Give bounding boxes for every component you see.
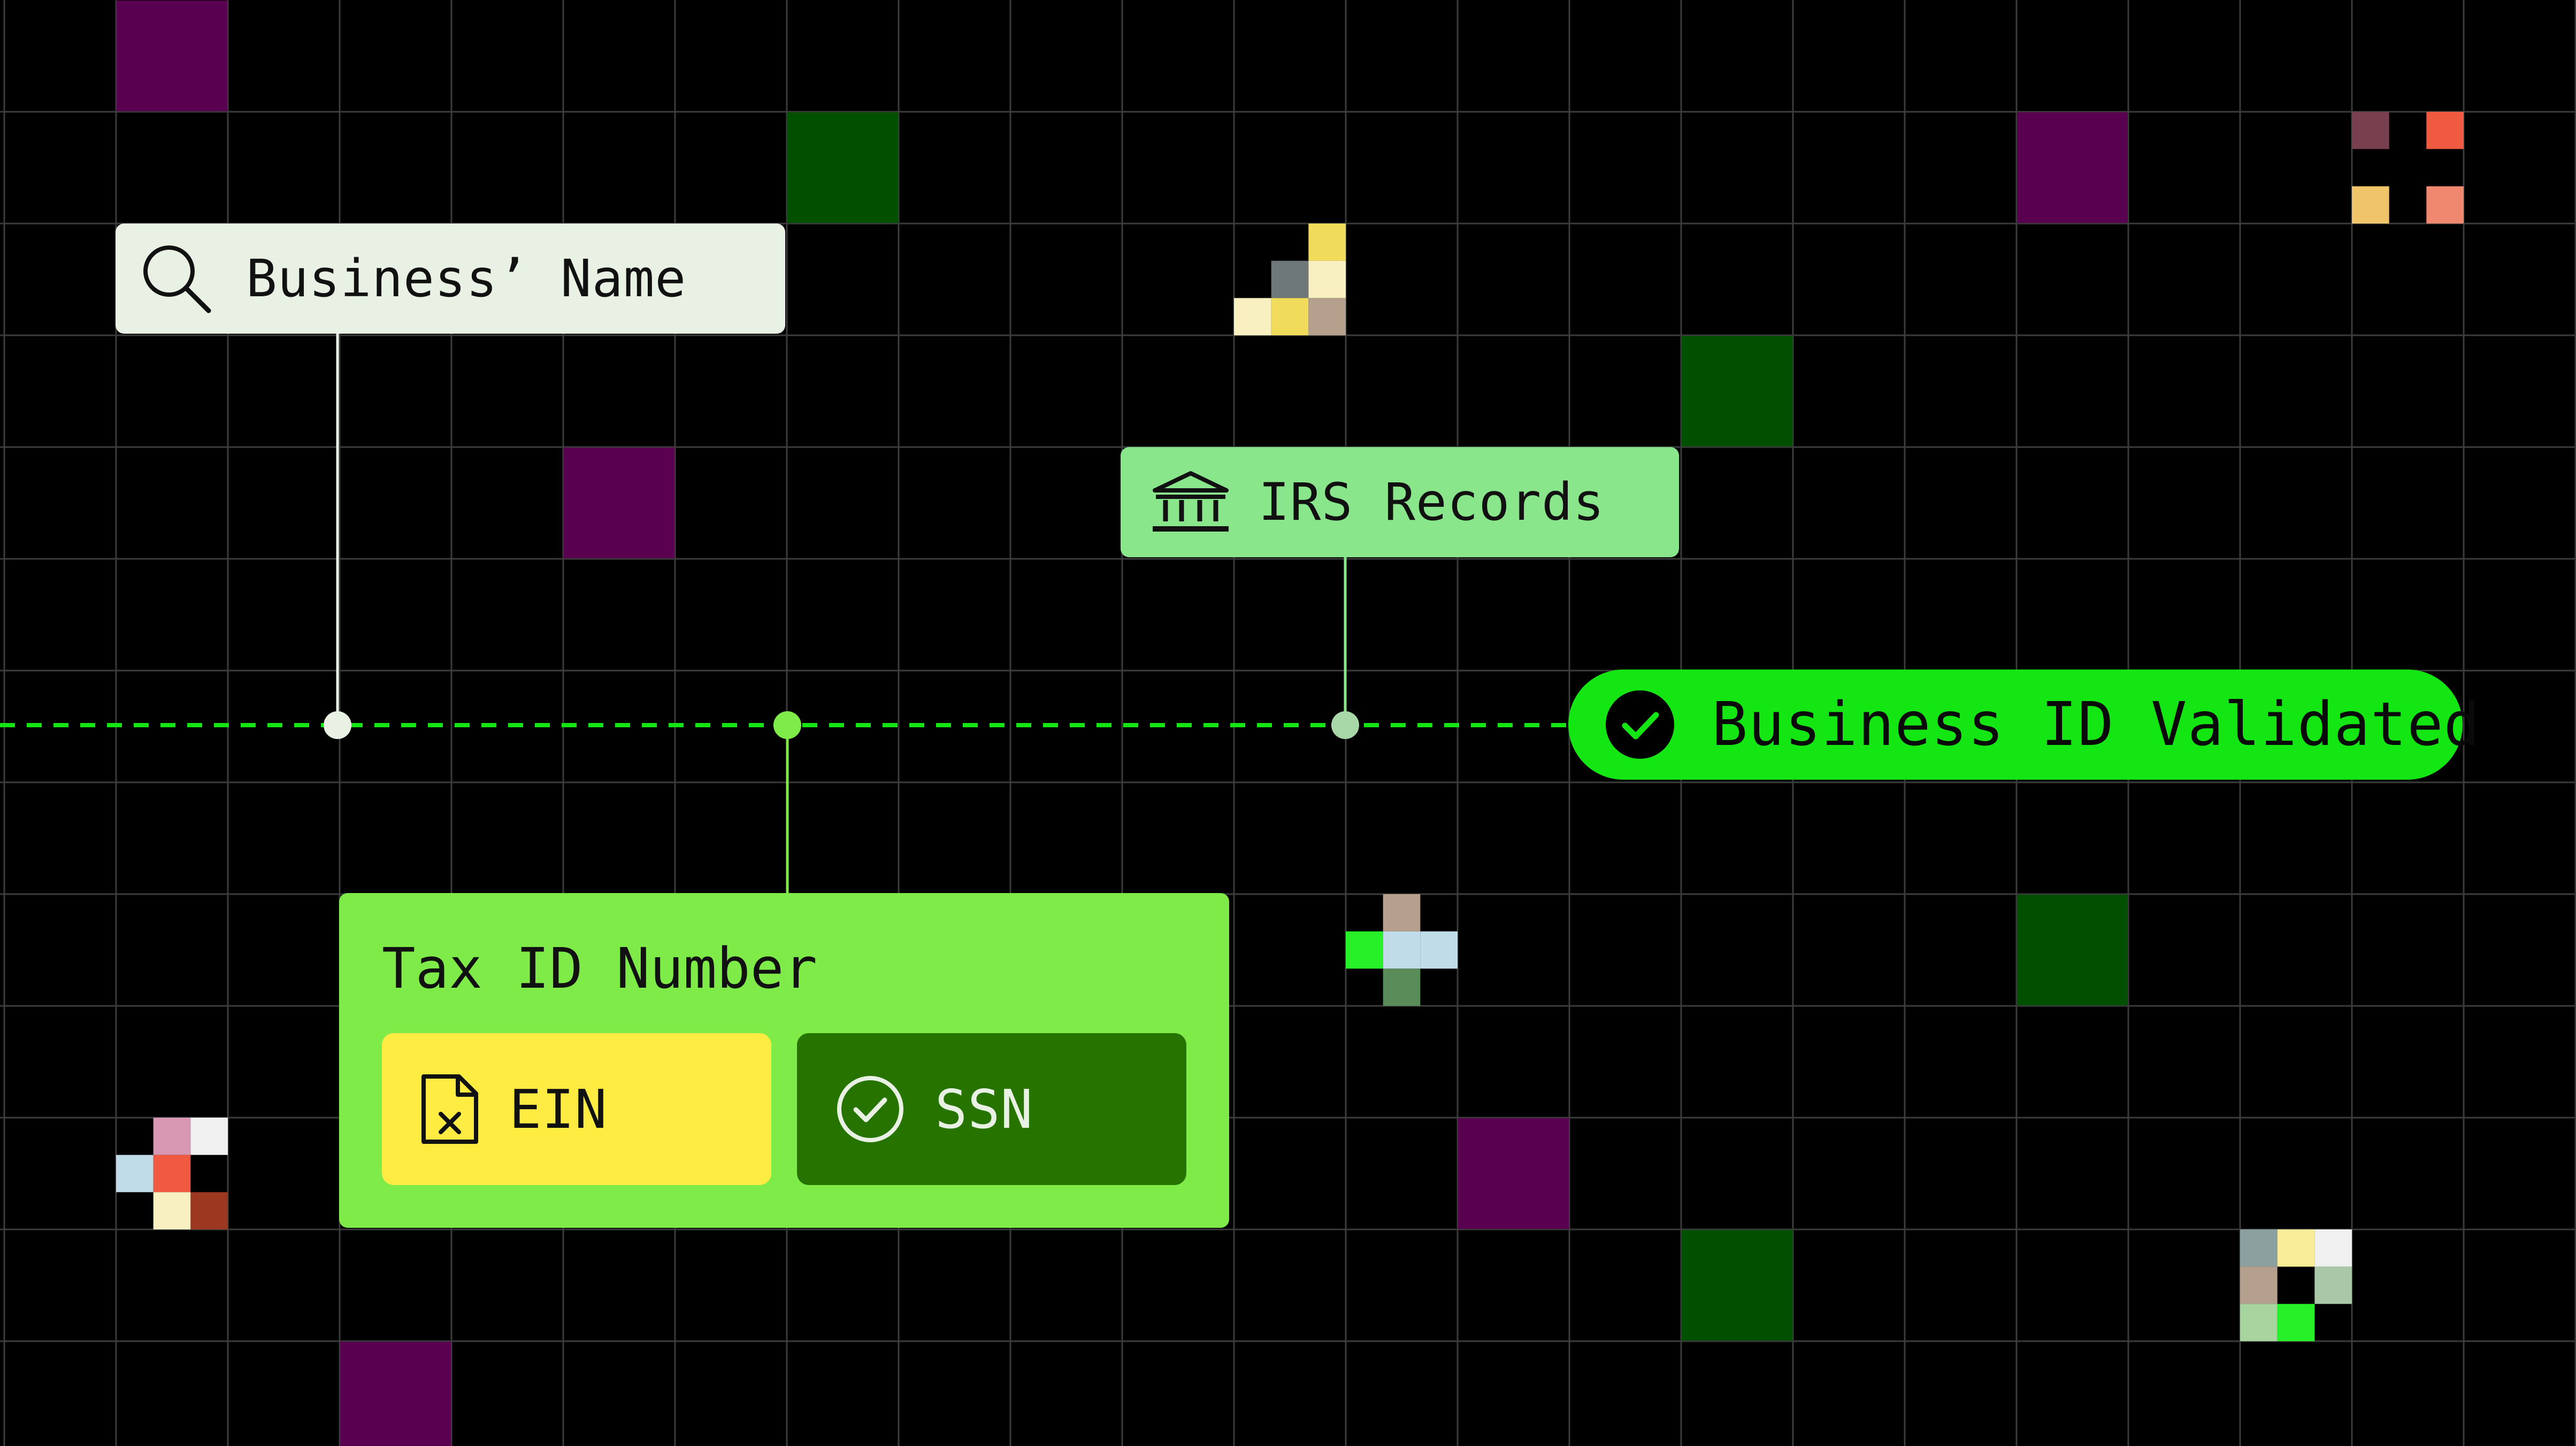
search-icon [139, 241, 214, 316]
pixel-block [2277, 1229, 2315, 1267]
pixel-block [2314, 1229, 2352, 1267]
pixel-block [1308, 260, 1346, 298]
pixel-block [1308, 224, 1346, 261]
node-irs [1331, 711, 1359, 739]
document-x-icon [420, 1073, 479, 1145]
pixel-block [1271, 298, 1309, 335]
check-circle-icon [835, 1074, 905, 1144]
pixel-block [2240, 1229, 2278, 1267]
pixel-block [1383, 968, 1421, 1006]
pixel-block [153, 1192, 191, 1229]
bank-icon [1151, 470, 1231, 534]
business-name-search[interactable]: Business’ Name [116, 224, 785, 334]
pixel-block [1420, 931, 1458, 969]
ssn-option[interactable]: SSN [797, 1033, 1186, 1185]
ein-label: EIN [509, 1078, 608, 1141]
business-id-validated-badge: Business ID Validated [1568, 670, 2480, 780]
pixel-block [190, 1118, 228, 1155]
check-circle-icon [1605, 689, 1675, 760]
decorative-squares [116, 1, 2464, 1446]
pixel-block [2352, 112, 2389, 149]
pixel-block [1383, 894, 1421, 932]
decorative-square [1458, 1118, 1569, 1229]
pixel-block [2240, 1304, 2278, 1341]
decorative-square [564, 448, 674, 558]
ein-option[interactable]: EIN [382, 1033, 771, 1185]
pixel-block [153, 1118, 191, 1155]
node-tax [773, 711, 801, 739]
irs-records-card: IRS Records [1121, 447, 1679, 557]
decorative-square [340, 1342, 451, 1446]
pixel-block [1234, 298, 1271, 335]
business-name-label: Business’ Name [246, 249, 687, 309]
tax-id-title: Tax ID Number [382, 936, 817, 1001]
pixel-block [116, 1155, 154, 1193]
pixel-block [2352, 186, 2389, 224]
decorative-square [1682, 336, 1792, 447]
node-search [324, 711, 351, 739]
decorative-square [2017, 112, 2128, 223]
pixel-block [2426, 112, 2464, 149]
decorative-square [787, 112, 898, 223]
pixel-block [190, 1192, 228, 1229]
decorative-square [2017, 895, 2128, 1005]
pixel-block [153, 1155, 191, 1193]
pixel-block [1346, 931, 1383, 969]
pixel-block [2240, 1266, 2278, 1304]
pixel-block [2426, 186, 2464, 224]
connectors [0, 334, 1568, 893]
decorative-square [117, 1, 227, 111]
tax-id-number-card: Tax ID Number EIN SSN [339, 893, 1229, 1228]
validated-label: Business ID Validated [1712, 690, 2481, 759]
irs-records-label: IRS Records [1259, 472, 1605, 532]
pixel-block [1271, 260, 1309, 298]
decorative-square [1682, 1230, 1792, 1341]
pixel-block [2277, 1304, 2315, 1341]
ssn-label: SSN [935, 1078, 1033, 1141]
pixel-block [2314, 1266, 2352, 1304]
pixel-block [1383, 931, 1421, 969]
pixel-block [1308, 298, 1346, 335]
